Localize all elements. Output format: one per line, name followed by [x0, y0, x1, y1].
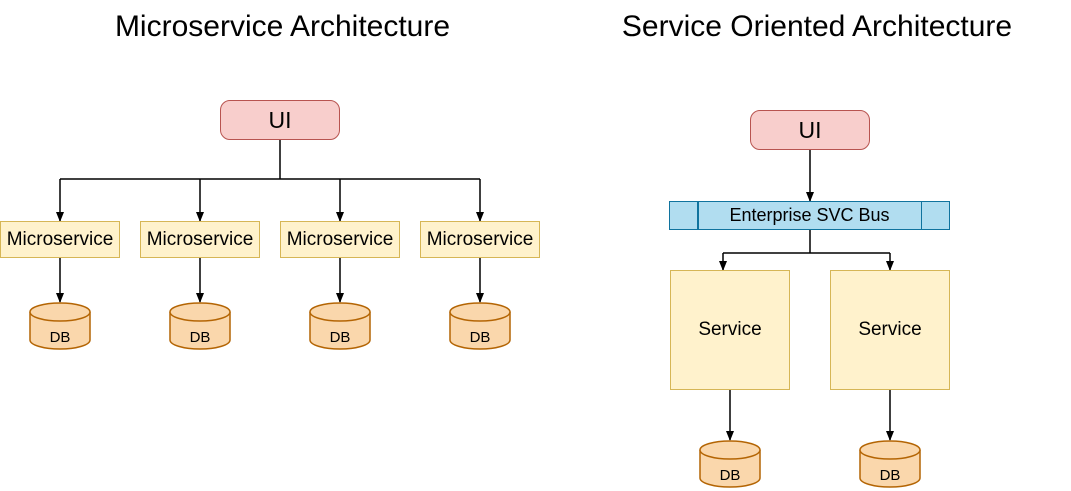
db-label: DB [49, 329, 71, 346]
left-microservice-node-1: Microservice [0, 221, 120, 258]
db-label: DB [719, 467, 741, 484]
left-db-cylinder-4: DB [449, 302, 511, 350]
left-db-cylinder-2: DB [169, 302, 231, 350]
database-icon [859, 440, 921, 488]
left-microservice-node-2: Microservice [140, 221, 260, 258]
database-icon [169, 302, 231, 350]
left-ui-branch-line [60, 140, 480, 180]
right-db-cylinder-1: DB [699, 440, 761, 488]
bus-divider-left [697, 202, 699, 229]
db-label: DB [189, 329, 211, 346]
left-db-cylinder-1: DB [29, 302, 91, 350]
left-microservice-node-4: Microservice [420, 221, 540, 258]
enterprise-svc-bus-node: Enterprise SVC Bus [669, 201, 950, 230]
right-service-node-1: Service [670, 270, 790, 390]
bus-divider-right [920, 202, 922, 229]
database-icon [29, 302, 91, 350]
left-db-cylinder-3: DB [309, 302, 371, 350]
right-db-cylinder-2: DB [859, 440, 921, 488]
right-bus-branch-line [723, 230, 890, 254]
bus-label: Enterprise SVC Bus [729, 205, 890, 225]
left-microservice-node-3: Microservice [280, 221, 400, 258]
database-icon [699, 440, 761, 488]
db-label: DB [879, 467, 901, 484]
db-label: DB [469, 329, 491, 346]
right-diagram-title: Service Oriented Architecture [621, 10, 1013, 43]
right-ui-node: UI [750, 110, 870, 150]
left-ui-node: UI [220, 100, 340, 140]
database-icon [449, 302, 511, 350]
right-service-node-2: Service [830, 270, 950, 390]
db-label: DB [329, 329, 351, 346]
database-icon [309, 302, 371, 350]
left-diagram-title: Microservice Architecture [114, 10, 451, 43]
